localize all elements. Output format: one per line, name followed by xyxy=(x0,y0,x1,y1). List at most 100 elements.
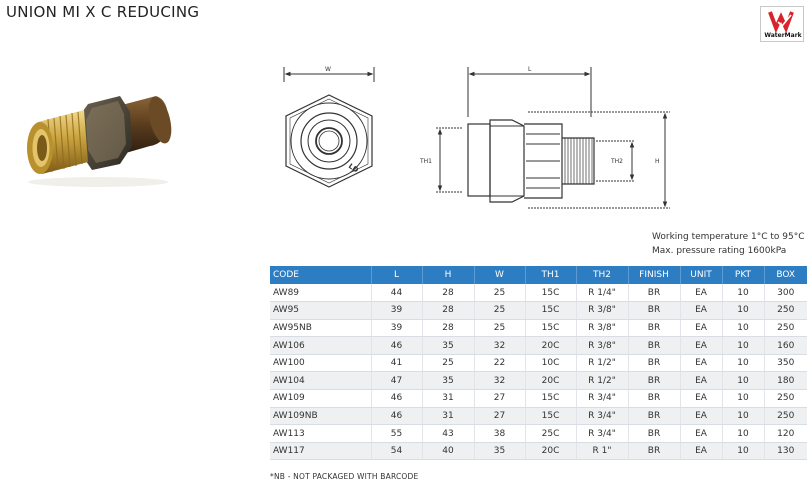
table-cell-h: 35 xyxy=(422,371,475,391)
table-cell-th1: 20C xyxy=(525,442,577,461)
table-cell-pkt: 10 xyxy=(722,284,765,303)
table-cell-w: 25 xyxy=(474,319,526,338)
table-cell-l: 39 xyxy=(371,319,423,338)
table-cell-code: AW109NB xyxy=(270,407,372,426)
footnote: *NB - NOT PACKAGED WITH BARCODE xyxy=(270,472,419,481)
table-cell-th1: 15C xyxy=(525,389,577,408)
watermark-logo-icon xyxy=(768,11,794,33)
table-cell-finish: BR xyxy=(628,407,681,426)
table-cell-th1: 20C xyxy=(525,371,577,391)
table-cell-finish: BR xyxy=(628,336,681,355)
column-header-w: W xyxy=(474,266,526,284)
table-cell-th1: 15C xyxy=(525,407,577,426)
column-header-l: L xyxy=(371,266,423,284)
table-cell-finish: BR xyxy=(628,301,681,320)
table-cell-w: 32 xyxy=(474,336,526,355)
table-cell-box: 160 xyxy=(764,336,807,355)
column-header-finish: FINISH xyxy=(628,266,681,284)
working-temperature: Working temperature 1°C to 95°C xyxy=(652,232,805,242)
table-cell-w: 32 xyxy=(474,371,526,391)
dim-h-label: H xyxy=(655,158,660,165)
table-cell-l: 54 xyxy=(371,442,423,461)
table-cell-pkt: 10 xyxy=(722,336,765,355)
table-cell-h: 43 xyxy=(422,424,475,443)
table-cell-code: AW100 xyxy=(270,354,372,373)
table-cell-code: AW95 xyxy=(270,301,372,320)
column-header-th2: TH2 xyxy=(576,266,629,284)
table-cell-h: 28 xyxy=(422,284,475,303)
dim-th1-label: TH1 xyxy=(419,158,432,165)
watermark-logo-text: WaterMark xyxy=(764,32,802,39)
table-cell-unit: EA xyxy=(680,371,723,391)
table-cell-unit: EA xyxy=(680,407,723,426)
table-cell-w: 38 xyxy=(474,424,526,443)
table-cell-th2: R 1/2" xyxy=(576,371,629,391)
table-cell-code: AW106 xyxy=(270,336,372,355)
product-photo xyxy=(27,96,172,187)
table-cell-l: 39 xyxy=(371,301,423,320)
table-cell-pkt: 10 xyxy=(722,442,765,461)
table-cell-th1: 20C xyxy=(525,336,577,355)
table-cell-pkt: 10 xyxy=(722,354,765,373)
table-cell-w: 35 xyxy=(474,442,526,461)
technical-drawing: W LD xyxy=(283,66,670,209)
table-cell-th1: 10C xyxy=(525,354,577,373)
dim-w-label: W xyxy=(325,66,331,73)
table-cell-w: 22 xyxy=(474,354,526,373)
table-cell-h: 28 xyxy=(422,319,475,338)
table-cell-finish: BR xyxy=(628,284,681,303)
table-cell-th1: 15C xyxy=(525,301,577,320)
column-header-pkt: PKT xyxy=(722,266,765,284)
table-cell-h: 31 xyxy=(422,407,475,426)
table-cell-th2: R 3/8" xyxy=(576,336,629,355)
table-cell-pkt: 10 xyxy=(722,424,765,443)
column-header-code: CODE xyxy=(270,266,372,284)
table-cell-code: AW104 xyxy=(270,371,372,391)
table-cell-box: 250 xyxy=(764,389,807,408)
table-cell-th2: R 3/4" xyxy=(576,407,629,426)
table-cell-th2: R 1/2" xyxy=(576,354,629,373)
table-cell-l: 44 xyxy=(371,284,423,303)
table-cell-unit: EA xyxy=(680,389,723,408)
table-cell-unit: EA xyxy=(680,442,723,461)
table-cell-h: 40 xyxy=(422,442,475,461)
table-cell-th2: R 3/8" xyxy=(576,319,629,338)
table-cell-finish: BR xyxy=(628,424,681,443)
table-cell-h: 35 xyxy=(422,336,475,355)
table-cell-box: 300 xyxy=(764,284,807,303)
table-cell-pkt: 10 xyxy=(722,319,765,338)
watermark-logo: WaterMark xyxy=(760,6,804,42)
page-title: UNION MI X C REDUCING xyxy=(6,3,200,21)
side-view xyxy=(436,67,670,209)
table-cell-l: 46 xyxy=(371,336,423,355)
table-cell-l: 47 xyxy=(371,371,423,391)
column-header-unit: UNIT xyxy=(680,266,723,284)
table-cell-h: 31 xyxy=(422,389,475,408)
table-cell-finish: BR xyxy=(628,354,681,373)
table-cell-h: 25 xyxy=(422,354,475,373)
table-cell-th1: 15C xyxy=(525,284,577,303)
table-cell-code: AW95NB xyxy=(270,319,372,338)
table-cell-unit: EA xyxy=(680,319,723,338)
table-cell-w: 27 xyxy=(474,407,526,426)
table-cell-w: 25 xyxy=(474,301,526,320)
table-cell-pkt: 10 xyxy=(722,389,765,408)
max-pressure: Max. pressure rating 1600kPa xyxy=(652,246,787,256)
table-cell-h: 28 xyxy=(422,301,475,320)
table-cell-box: 250 xyxy=(764,319,807,338)
table-cell-l: 55 xyxy=(371,424,423,443)
front-view xyxy=(283,67,375,188)
dim-th2-label: TH2 xyxy=(610,158,623,165)
table-cell-unit: EA xyxy=(680,424,723,443)
table-cell-box: 130 xyxy=(764,442,807,461)
table-cell-finish: BR xyxy=(628,371,681,391)
table-cell-finish: BR xyxy=(628,442,681,461)
table-cell-finish: BR xyxy=(628,319,681,338)
table-cell-code: AW117 xyxy=(270,442,372,461)
table-cell-l: 41 xyxy=(371,354,423,373)
